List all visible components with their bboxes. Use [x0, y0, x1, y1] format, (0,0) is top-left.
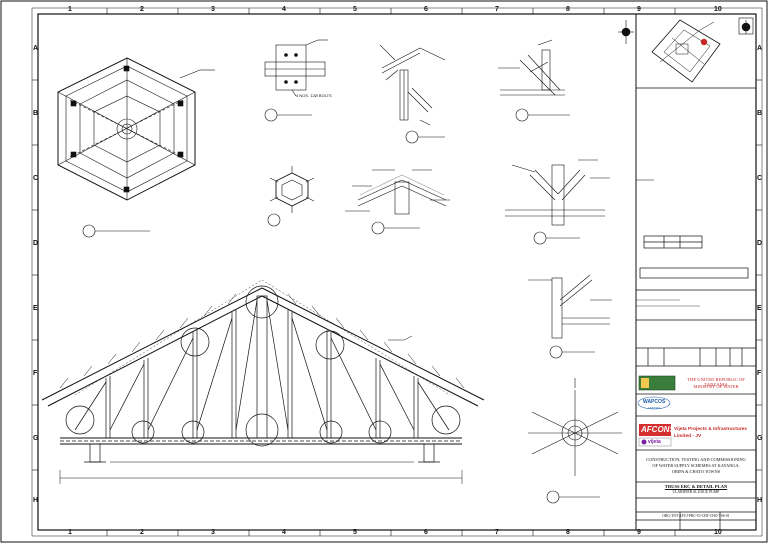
- inner-border: [37, 13, 757, 531]
- column-ticks: [106, 8, 676, 536]
- hexagon-plan: [57, 57, 215, 238]
- row-label-right-G: G: [757, 435, 763, 442]
- title-block-frame: [635, 14, 756, 530]
- col-label-top-8: 8: [566, 6, 570, 13]
- row-label-left-D: D: [33, 240, 39, 247]
- col-label-top-3: 3: [211, 6, 215, 13]
- row-ticks: [32, 79, 762, 471]
- contractor-name-line2: Limited - JV: [674, 434, 702, 439]
- row-label-right-B: B: [757, 110, 763, 117]
- eave-connection-detail: [498, 39, 570, 122]
- drawing-number: ORG-TNT-AFVJ-PRC-VI-CHT-CHO-TSS-01: [662, 514, 730, 518]
- client-logo: [638, 375, 676, 391]
- col-label-top-5: 5: [353, 6, 357, 13]
- col-label-top-10: 10: [714, 6, 722, 13]
- apex-detail: [345, 169, 450, 235]
- col-label-bottom-3: 3: [211, 529, 215, 536]
- row-label-right-E: E: [757, 305, 762, 312]
- col-label-bottom-8: 8: [566, 529, 570, 536]
- col-label-bottom-6: 6: [424, 529, 428, 536]
- row-label-right-D: D: [757, 240, 763, 247]
- north-arrow-icon: [618, 17, 754, 44]
- truss-elevation: [41, 279, 485, 484]
- bolt-plate-detail: [264, 39, 328, 122]
- bottom-hub-detail: [528, 378, 622, 504]
- row-label-left-H: H: [33, 497, 39, 504]
- col-label-bottom-4: 4: [282, 529, 286, 536]
- ridge-connection-detail: [379, 44, 446, 144]
- sheet-title: TRUSS ERC & DETAIL PLAN: [664, 484, 728, 489]
- col-label-top-9: 9: [637, 6, 641, 13]
- row-label-left-B: B: [33, 110, 39, 117]
- col-label-bottom-5: 5: [353, 529, 357, 536]
- col-label-bottom-9: 9: [637, 529, 641, 536]
- row-label-right-H: H: [757, 497, 763, 504]
- client-name-line2: MINISTRY OF WATER: [693, 384, 739, 389]
- col-label-bottom-2: 2: [140, 529, 144, 536]
- afcons-name: AFCONS: [641, 425, 675, 434]
- vijeta-logo: [638, 437, 672, 447]
- client-name-line1: THE UNITED REPUBLIC OF TANZANIA: [687, 377, 745, 388]
- wapcos-logo: [637, 396, 671, 410]
- col-label-top-7: 7: [495, 6, 499, 13]
- hub-plate-detail: [267, 166, 315, 227]
- row-label-right-F: F: [757, 370, 762, 377]
- project-title-line2: OF WATER SUPPLY SCHEMES AT KAYANGA,: [652, 463, 740, 468]
- col-label-top-4: 4: [282, 6, 286, 13]
- row-label-left-C: C: [33, 175, 39, 182]
- col-label-top-1: 1: [68, 6, 72, 13]
- row-label-right-C: C: [757, 175, 763, 182]
- vijeta-name: vijeta: [648, 439, 661, 445]
- row-label-left-G: G: [33, 435, 39, 442]
- col-label-bottom-10: 10: [714, 529, 722, 536]
- sheet-subtitle: CLARIFIER SLUDGE PUMP: [672, 490, 720, 494]
- row-label-right-A: A: [757, 45, 763, 52]
- col-label-top-6: 6: [424, 6, 428, 13]
- project-title-line1: CONSTRUCTION, TESTING AND COMMISSIONING: [646, 457, 746, 462]
- heel-connection-detail: [528, 274, 612, 359]
- row-label-left-A: A: [33, 45, 39, 52]
- key-plan: [651, 19, 721, 83]
- afcons-logo: [639, 424, 671, 436]
- bolt-note: 4 NOS. 12Ø BOLTS: [296, 93, 332, 98]
- row-label-left-E: E: [33, 305, 38, 312]
- wapcos-name: WAPCOS: [643, 399, 666, 405]
- kingpost-connection-detail: [505, 159, 610, 245]
- col-label-bottom-7: 7: [495, 529, 499, 536]
- row-label-left-F: F: [33, 370, 38, 377]
- col-label-top-2: 2: [140, 6, 144, 13]
- col-label-bottom-1: 1: [68, 529, 72, 536]
- contractor-name-line1: Vijeta Projects & Infrastructures: [674, 427, 747, 432]
- wapcos-sub: LIMITED: [648, 406, 660, 410]
- project-title-line3: ORIPA & CHATO TOWNS: [671, 469, 721, 474]
